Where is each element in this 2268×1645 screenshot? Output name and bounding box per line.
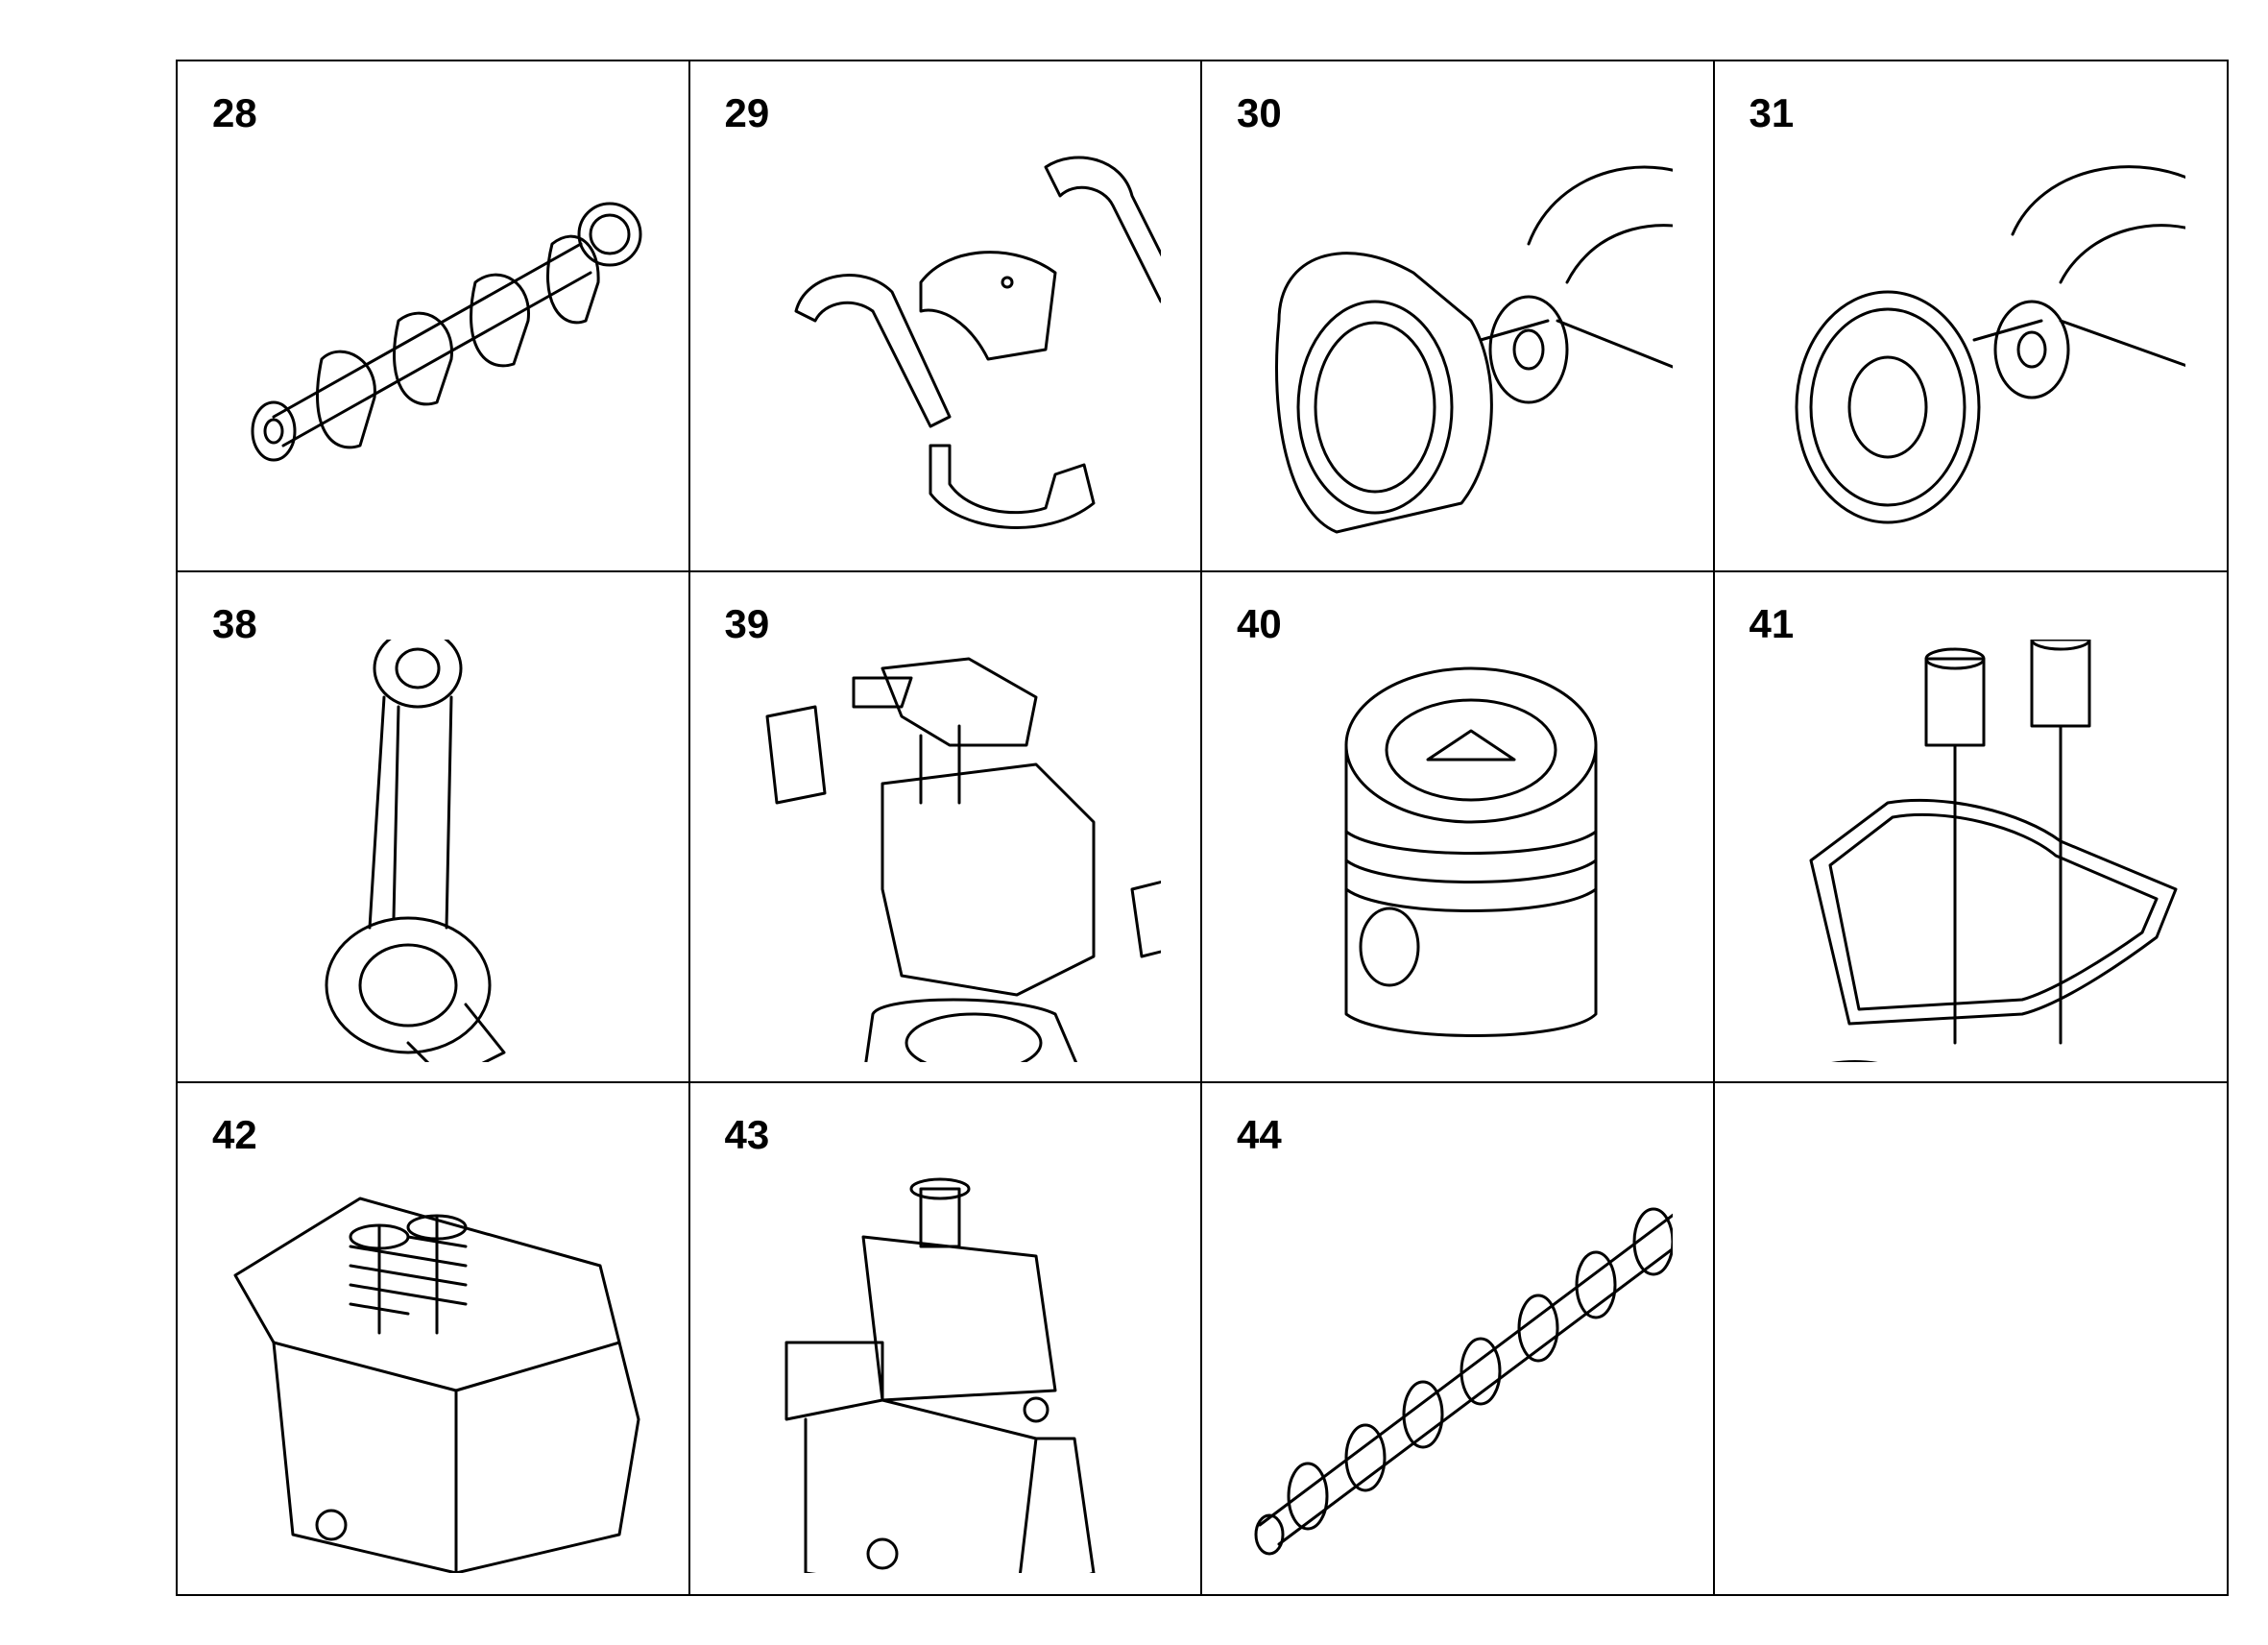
part-number: 31 (1749, 90, 1795, 135)
part-cell-41: 41 (1714, 572, 2227, 1083)
injector-sleeve-gasket-icon (1809, 640, 2177, 1062)
crankshaft-icon (251, 202, 642, 462)
part-number: 38 (212, 601, 257, 646)
part-number: 28 (212, 90, 257, 135)
cylinder-head-gasket-set-icon (765, 657, 1161, 1062)
part-cell-30: 30 (1202, 61, 1715, 572)
part-cell-44: 44 (1202, 1083, 1715, 1594)
camshaft-icon (1254, 1207, 1673, 1556)
vibration-damper-icon (1795, 165, 2185, 524)
parts-grid: 28 29 30 (176, 60, 2229, 1596)
part-cell-42: 42 (178, 1083, 690, 1594)
part-number: 41 (1749, 601, 1795, 646)
part-cell-29: 29 (689, 61, 1202, 572)
piston-icon (1344, 666, 1598, 1037)
bearing-shells-icon (794, 156, 1161, 529)
part-number: 42 (212, 1112, 257, 1157)
crankshaft-seal-flange-icon (1275, 165, 1673, 534)
cylinder-head-icon (233, 1197, 640, 1573)
part-number: 40 (1237, 601, 1282, 646)
connecting-rod-icon (325, 640, 506, 1062)
part-cell-28: 28 (178, 61, 690, 572)
empty-cell (1715, 1083, 2228, 1594)
part-number: 39 (724, 601, 770, 646)
part-cell-38: 38 (178, 572, 690, 1083)
cylinder-head-cover-icon (784, 1177, 1095, 1573)
part-number: 43 (724, 1112, 770, 1157)
part-cell-31: 31 (1714, 61, 2227, 572)
part-number: 29 (724, 90, 770, 135)
part-cell-39: 39 (689, 572, 1202, 1083)
part-cell-40: 40 (1202, 572, 1715, 1083)
part-number: 44 (1237, 1112, 1282, 1157)
part-cell-43: 43 (690, 1083, 1202, 1594)
part-number: 30 (1237, 90, 1282, 135)
